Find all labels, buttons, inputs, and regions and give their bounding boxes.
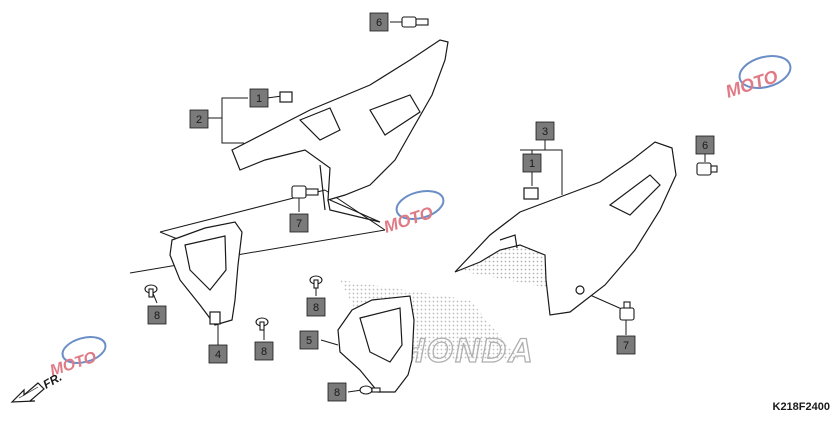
callout-3: 3 — [535, 121, 555, 141]
brand-watermark-text: HONDA — [400, 332, 535, 370]
callout-2: 2 — [189, 109, 209, 129]
front-direction-indicator: FR. — [10, 370, 64, 403]
bolt-7-right — [619, 301, 635, 321]
moto-watermark-logo: MOTO — [381, 189, 445, 237]
svg-text:5: 5 — [306, 335, 312, 347]
callout-7-right: 7 — [616, 335, 636, 355]
moto-watermark-text: MOTO — [723, 66, 780, 102]
svg-text:3: 3 — [542, 126, 548, 138]
screw-8-center — [309, 275, 323, 289]
svg-text:6: 6 — [702, 140, 708, 152]
svg-text:2: 2 — [196, 114, 202, 126]
moto-watermark-text: MOTO — [381, 203, 435, 237]
svg-text:4: 4 — [215, 349, 221, 361]
callout-5: 5 — [299, 330, 319, 350]
svg-text:7: 7 — [623, 340, 629, 352]
callout-7-left: 7 — [289, 213, 309, 233]
screw-8-bottom — [359, 385, 381, 395]
screw-8-left — [144, 284, 158, 298]
svg-text:1: 1 — [529, 158, 535, 170]
callout-8-mid: 8 — [254, 341, 274, 361]
inner-cover-4 — [169, 221, 243, 326]
callout-6-top: 6 — [369, 12, 389, 32]
brand-watermark: HONDA — [399, 331, 535, 370]
fasteners — [144, 16, 718, 395]
inner-cover-5 — [337, 295, 415, 393]
callout-4: 4 — [208, 344, 228, 364]
callout-labels: 6 1 2 7 3 1 6 8 — [147, 12, 715, 402]
diagram-code: K218F2400 — [773, 401, 831, 413]
callout-6-right: 6 — [695, 135, 715, 155]
screw-8-mid — [255, 317, 269, 331]
callout-8-bottom: 8 — [327, 382, 347, 402]
svg-text:6: 6 — [376, 17, 382, 29]
callout-8-center: 8 — [306, 297, 326, 317]
bolt-6-right — [696, 162, 718, 176]
svg-text:8: 8 — [154, 310, 160, 322]
svg-text:8: 8 — [261, 346, 267, 358]
moto-watermark-logo: MOTO — [723, 55, 792, 102]
svg-text:1: 1 — [256, 93, 262, 105]
side-cover-right — [454, 141, 677, 316]
bolt-7-left — [291, 185, 319, 199]
callout-1-right: 1 — [522, 153, 542, 173]
side-cover-upper-left — [231, 39, 449, 223]
svg-text:7: 7 — [296, 218, 302, 230]
svg-text:8: 8 — [313, 302, 319, 314]
callout-1-top: 1 — [249, 88, 269, 108]
svg-text:8: 8 — [334, 387, 340, 399]
callout-8-left: 8 — [147, 305, 167, 325]
bolt-6-top — [401, 16, 429, 28]
front-arrow-icon — [10, 382, 45, 403]
